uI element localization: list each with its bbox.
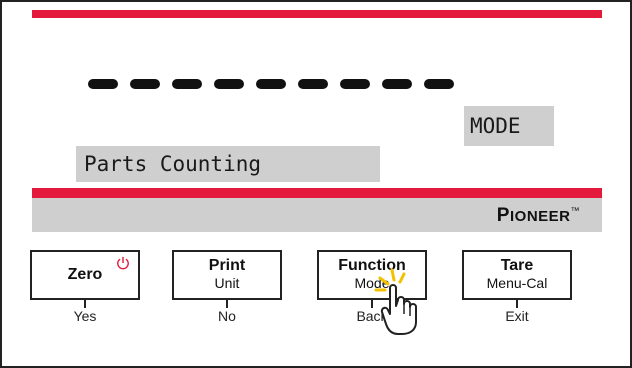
function-tick — [371, 300, 373, 308]
print-tick — [226, 300, 228, 308]
zero-button[interactable]: Zero — [30, 250, 140, 300]
zero-button-label: Zero — [67, 266, 103, 283]
print-button-label: Print — [208, 257, 246, 274]
mode-indicator: MODE — [464, 106, 554, 146]
brand-logo: PIONEER™ — [497, 205, 580, 227]
tare-button-label: Tare — [500, 257, 534, 274]
brand-rest: IONEER — [509, 208, 571, 225]
brand-bar: PIONEER™ — [32, 198, 602, 232]
bottom-red-stripe — [32, 188, 602, 198]
display-dash — [340, 79, 370, 89]
function-button-label: Function — [338, 257, 406, 274]
lcd-screen: MODE Parts Counting — [32, 18, 602, 188]
zero-tick — [84, 300, 86, 308]
display-dash — [88, 79, 118, 89]
pointing-hand-icon — [374, 268, 417, 335]
tare-button[interactable]: Tare Menu-Cal — [462, 250, 572, 300]
print-button-sublabel: Unit — [214, 275, 240, 291]
display-dash — [256, 79, 286, 89]
display-dash — [130, 79, 160, 89]
brand-initial: P — [496, 205, 510, 226]
power-icon — [117, 256, 129, 270]
scale-display-panel: MODE Parts Counting PIONEER™ — [32, 2, 602, 232]
tare-secondary-label: Exit — [505, 308, 529, 324]
print-button[interactable]: Print Unit — [172, 250, 282, 300]
brand-trademark: ™ — [570, 205, 580, 216]
display-dash — [298, 79, 328, 89]
tare-tick — [516, 300, 518, 308]
display-dash — [214, 79, 244, 89]
top-red-stripe — [32, 10, 602, 18]
function-secondary-label: Back — [356, 308, 388, 324]
menu-text-display: Parts Counting — [76, 146, 380, 182]
zero-secondary-label: Yes — [73, 308, 97, 324]
tare-button-sublabel: Menu-Cal — [486, 275, 548, 291]
function-button[interactable]: Function Mode — [317, 250, 427, 300]
display-dash — [382, 79, 412, 89]
display-dash — [424, 79, 454, 89]
display-dash — [172, 79, 202, 89]
print-secondary-label: No — [218, 308, 236, 324]
